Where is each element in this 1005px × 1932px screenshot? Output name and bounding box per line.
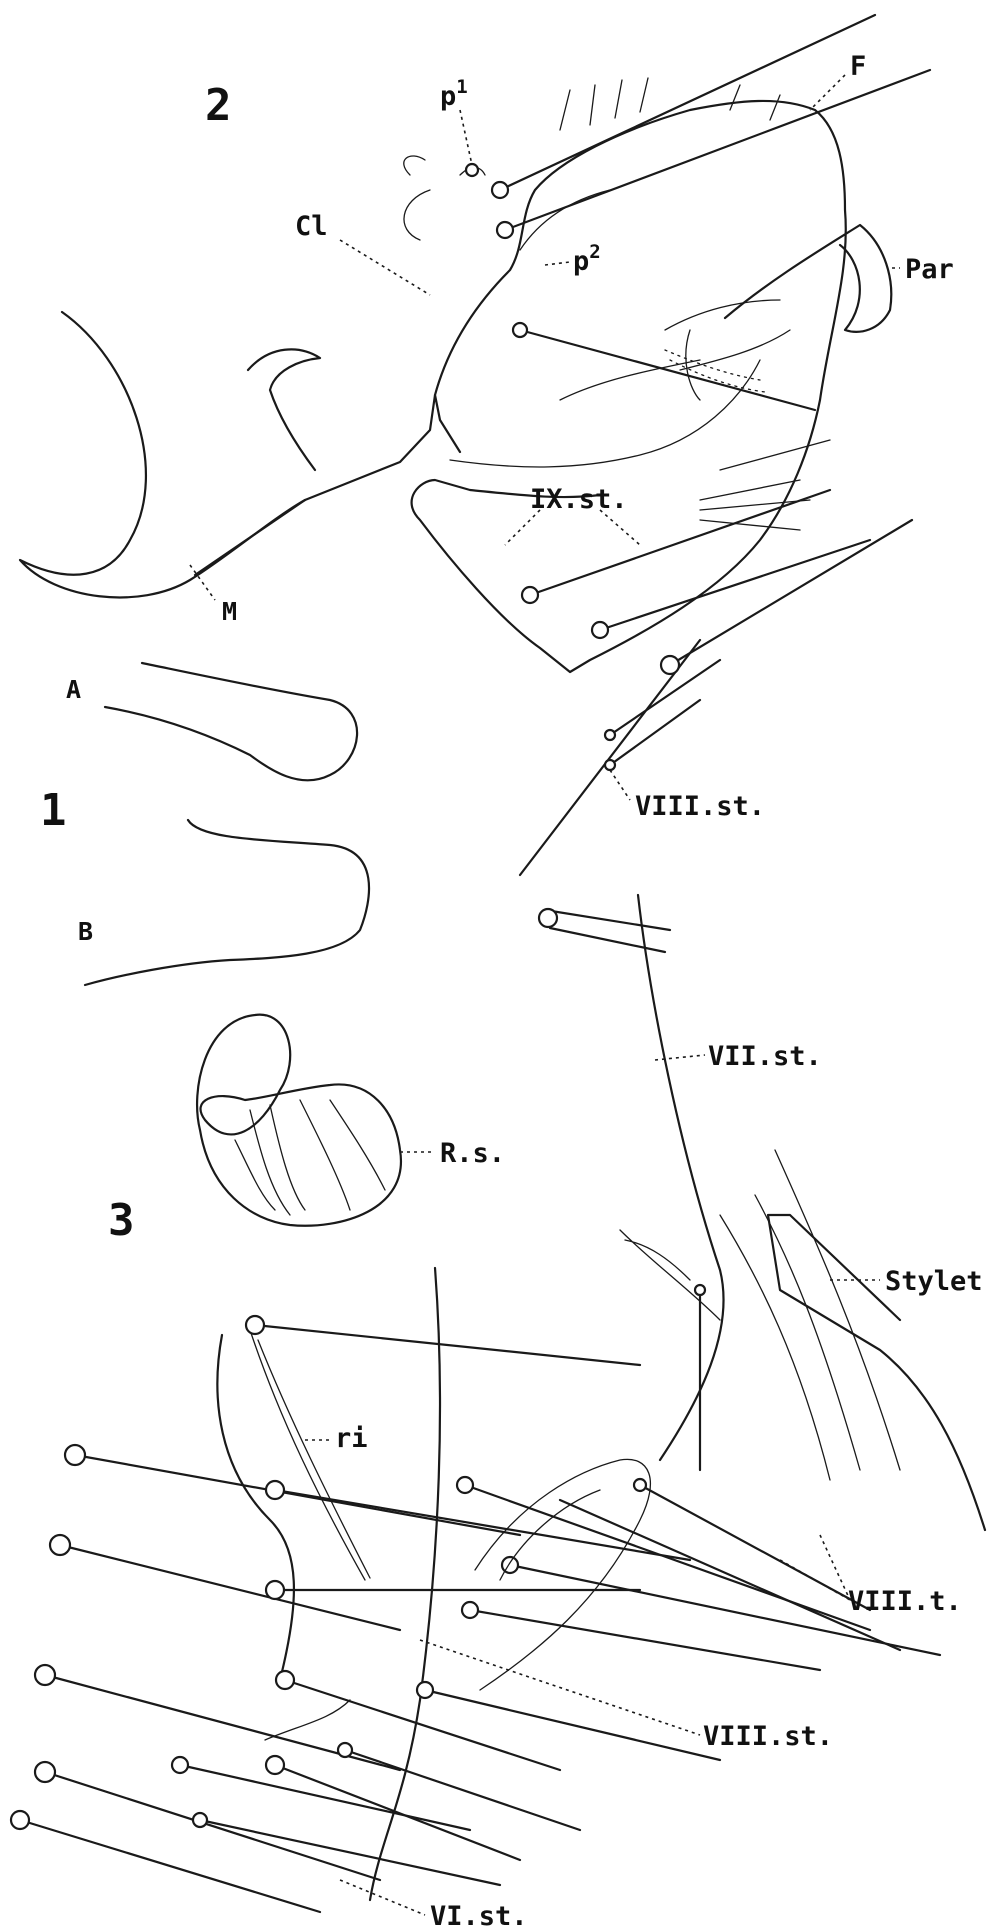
figure-2: 2 bbox=[20, 15, 954, 875]
fig3-leader-VIst bbox=[340, 1880, 425, 1915]
fig3-setae bbox=[11, 1285, 940, 1912]
figure-3-number: 3 bbox=[108, 1195, 135, 1246]
fig3-label-VIIIst: VIII.st. bbox=[703, 1721, 833, 1752]
figure-1-number: 1 bbox=[40, 785, 67, 836]
fig2-label-p2: p2 bbox=[573, 241, 601, 277]
fig2-leader-p2 bbox=[545, 262, 570, 265]
fig3-label-Stylet: Stylet bbox=[885, 1266, 983, 1297]
fig3-ri-ridge bbox=[250, 1330, 370, 1580]
fig2-label-p1: p1 bbox=[440, 76, 468, 112]
fig2-label-IXst: IX.st. bbox=[530, 484, 628, 515]
fig3-duct bbox=[620, 1230, 720, 1320]
fig2-label-VIIIst: VIII.st. bbox=[635, 791, 765, 822]
fig3-vii-sternite-rod bbox=[545, 910, 670, 952]
fig2-flag-lobe bbox=[248, 349, 320, 470]
fig3-label-VIIIt: VIII.t. bbox=[848, 1586, 962, 1617]
fig3-stylet bbox=[768, 1215, 985, 1530]
fig2-label-F: F bbox=[850, 51, 866, 82]
fig2-inner-contour bbox=[450, 360, 760, 467]
fig2-leader-Cl bbox=[340, 240, 430, 295]
fig3-label-ri: ri bbox=[335, 1423, 368, 1454]
fig3-label-VIst: VI.st. bbox=[430, 1901, 528, 1932]
fig3-leader-VIIst bbox=[655, 1055, 705, 1060]
fig3-label-Rs: R.s. bbox=[440, 1138, 505, 1169]
fig3-spermatheca-striae bbox=[235, 1100, 385, 1215]
fig1-label-B: B bbox=[78, 917, 93, 946]
fig3-stylet-fringe bbox=[720, 1150, 900, 1480]
fig3-ri-lobe bbox=[217, 1335, 294, 1680]
fig2-leader-VIIIst bbox=[610, 770, 630, 800]
fig1-outline-B bbox=[85, 820, 369, 985]
fig2-inner-contour-2 bbox=[520, 190, 700, 400]
fig3-spermatheca bbox=[197, 1015, 401, 1226]
figure-1: 1 A B bbox=[40, 663, 369, 985]
fig2-hook-outline bbox=[20, 312, 305, 597]
figure-2-number: 2 bbox=[205, 80, 232, 131]
fig2-leader-IXst bbox=[505, 510, 640, 545]
fig1-outline-A bbox=[105, 663, 357, 780]
fig3-leader-VIIIst bbox=[420, 1640, 700, 1735]
fig2-label-M: M bbox=[222, 597, 237, 626]
figure-3: 3 bbox=[11, 895, 985, 1932]
fig2-setae bbox=[404, 15, 930, 875]
fig2-paramere bbox=[725, 225, 891, 332]
fig3-vii-sternite-line bbox=[638, 895, 724, 1460]
fig2-label-Cl: Cl bbox=[295, 211, 328, 242]
fig3-label-VIIst: VII.st. bbox=[708, 1041, 822, 1072]
fig3-rod-cap bbox=[539, 909, 557, 927]
fig2-stipple-zone bbox=[665, 350, 765, 392]
fig1-label-A: A bbox=[66, 675, 81, 704]
fig2-leader-p1 bbox=[460, 110, 472, 165]
fig2-body-outline bbox=[412, 101, 846, 672]
fig2-label-Par: Par bbox=[905, 254, 954, 285]
